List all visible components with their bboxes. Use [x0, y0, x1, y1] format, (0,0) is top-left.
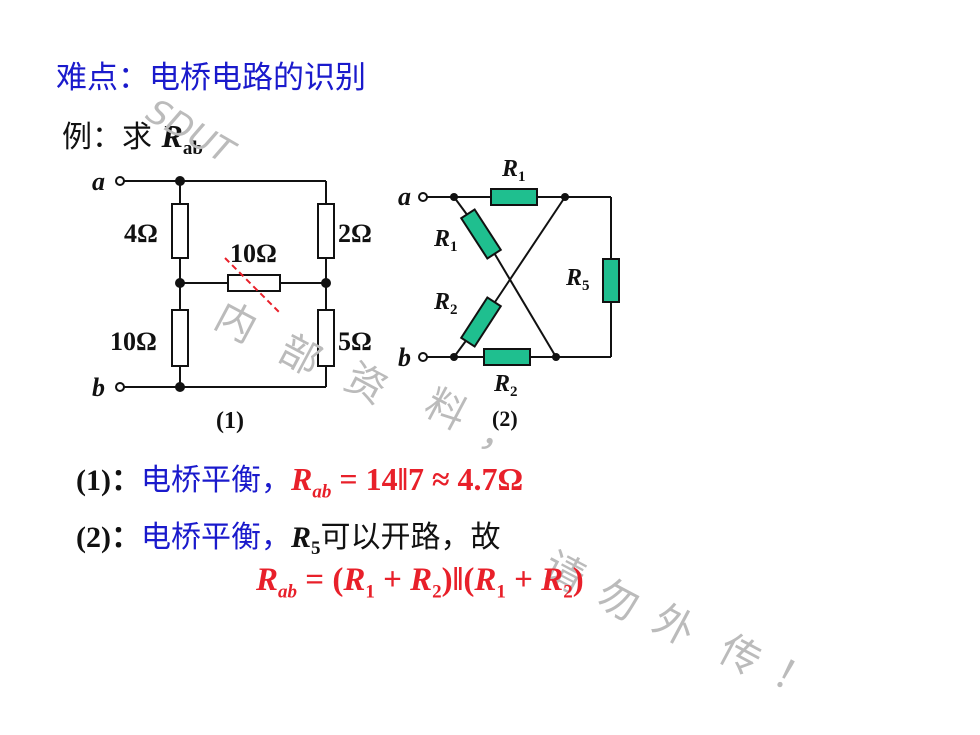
label-r1-top: R1 [501, 156, 526, 185]
label-2ohm: 2Ω [338, 219, 372, 248]
solution-2-symbol: R [290, 521, 311, 554]
node-dot [175, 176, 185, 186]
node-dot [175, 382, 185, 392]
watermark-char: 资 [337, 354, 394, 413]
resistor-r2-diagonal [459, 296, 503, 348]
terminal-a-1 [115, 176, 125, 186]
resistor-r5 [602, 258, 620, 303]
watermark-char: 外 [645, 596, 702, 655]
watermark-sdut: SDUT [140, 91, 243, 173]
resistor-r2-bottom [483, 348, 531, 366]
label-4ohm: 4Ω [124, 219, 158, 248]
bridge-balance-mark [224, 257, 281, 314]
node-dot [561, 193, 569, 201]
watermark-char: 内 [207, 293, 264, 352]
example-prompt: 例：求 Rab [62, 112, 203, 160]
node-dot [321, 278, 331, 288]
resistor-r1-diagonal [459, 208, 503, 260]
node-dot [450, 193, 458, 201]
watermark-char: 料 [417, 380, 474, 439]
solution-1-formula: Rab = 14‖7 ≈ 4.7Ω [290, 461, 524, 503]
solution-1-text: 电桥平衡， [140, 463, 291, 498]
solution-2-text: 电桥平衡， [140, 520, 291, 555]
watermark-char: 传 [711, 626, 768, 685]
label-10ohm-bottom: 10Ω [110, 327, 157, 356]
label-r2-bottom: R2 [493, 371, 518, 400]
resistor-4ohm [171, 203, 189, 259]
label-r1-diagonal: R1 [433, 226, 458, 255]
watermark-char: ！ [765, 650, 822, 709]
node-label-a: a [92, 167, 105, 196]
resistor-5ohm [317, 309, 335, 367]
node-label-b: b [92, 373, 105, 402]
resistor-10ohm-bridge [227, 274, 281, 292]
example-subscript: ab [182, 138, 203, 159]
resistor-10ohm-bottom [171, 309, 189, 367]
watermark: SDUT 内 部 资 料 ， 请 勿 外 传 ！ [140, 91, 823, 709]
node-dot [552, 353, 560, 361]
node-dot [175, 278, 185, 288]
terminal-b-2 [418, 352, 428, 362]
label-5ohm: 5Ω [338, 327, 372, 356]
terminal-a-2 [418, 192, 428, 202]
solution-line-2: (2)：电桥平衡，R5可以开路，故 [76, 512, 501, 560]
resistor-2ohm [317, 203, 335, 259]
node-dot [450, 353, 458, 361]
caption-1: (1) [216, 408, 244, 434]
resistor-r1-top [490, 188, 538, 206]
label-10ohm-bridge: 10Ω [230, 239, 277, 268]
terminal-b-1 [115, 382, 125, 392]
example-prefix: 例：求 [62, 120, 162, 155]
circuit-2-wires [427, 196, 612, 358]
node-label-a-2: a [398, 182, 411, 211]
solution-2-rest: 可以开路，故 [320, 520, 501, 555]
solution-2-subscript: 5 [311, 538, 321, 559]
solution-1-prefix: (1)： [76, 464, 141, 497]
solution-2-formula: Rab = (R1 + R2)‖(R1 + R2) [256, 562, 584, 603]
example-symbol: R [161, 118, 183, 154]
node-label-b-2: b [398, 343, 411, 372]
solution-2-prefix: (2)： [76, 521, 141, 554]
solution-line-1: (1)：电桥平衡，Rab = 14‖7 ≈ 4.7Ω [76, 455, 523, 503]
caption-2: (2) [492, 406, 518, 431]
page-title: 难点：电桥电路的识别 [56, 60, 366, 96]
watermark-char: 勿 [589, 571, 646, 630]
label-r2-diagonal: R2 [433, 289, 458, 318]
label-r5: R5 [565, 265, 590, 294]
